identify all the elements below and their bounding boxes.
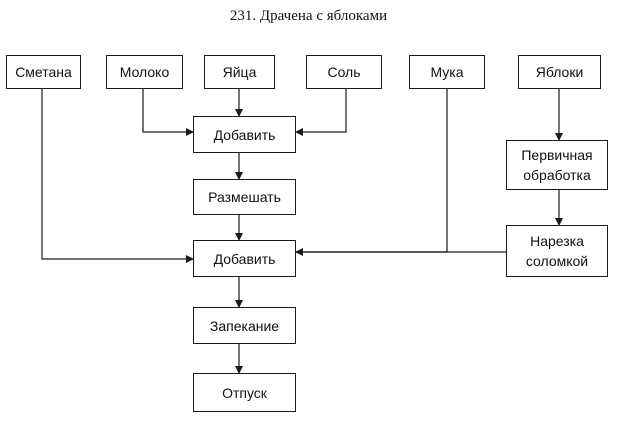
node-razmeshat: Размешать <box>193 179 296 215</box>
node-narezka-solomkoi: Нарезка соломкой <box>506 225 608 277</box>
arrow-sol-to-dobavit-1 <box>295 88 347 136</box>
node-smetana: Сметана <box>6 55 81 89</box>
node-zapekanie: Запекание <box>193 307 296 344</box>
node-yabloki: Яблоки <box>518 55 601 89</box>
page-title: 231. Драчена с яблоками <box>229 8 388 24</box>
node-pervichnaya-obrabotka: Первичная обработка <box>506 140 608 190</box>
node-moloko: Молоко <box>106 55 183 89</box>
arrow-smetana-to-dobavit-2 <box>41 88 194 263</box>
node-sol: Соль <box>306 55 382 89</box>
node-dobavit-2: Добавить <box>193 240 296 277</box>
node-dobavit-1: Добавить <box>193 116 296 153</box>
node-yaitsa: Яйца <box>204 55 275 89</box>
arrow-muka-to-dobavit-2 <box>295 88 448 256</box>
arrow-moloko-to-dobavit-1 <box>142 88 194 136</box>
node-otpusk: Отпуск <box>193 373 296 412</box>
node-muka: Мука <box>409 55 485 89</box>
